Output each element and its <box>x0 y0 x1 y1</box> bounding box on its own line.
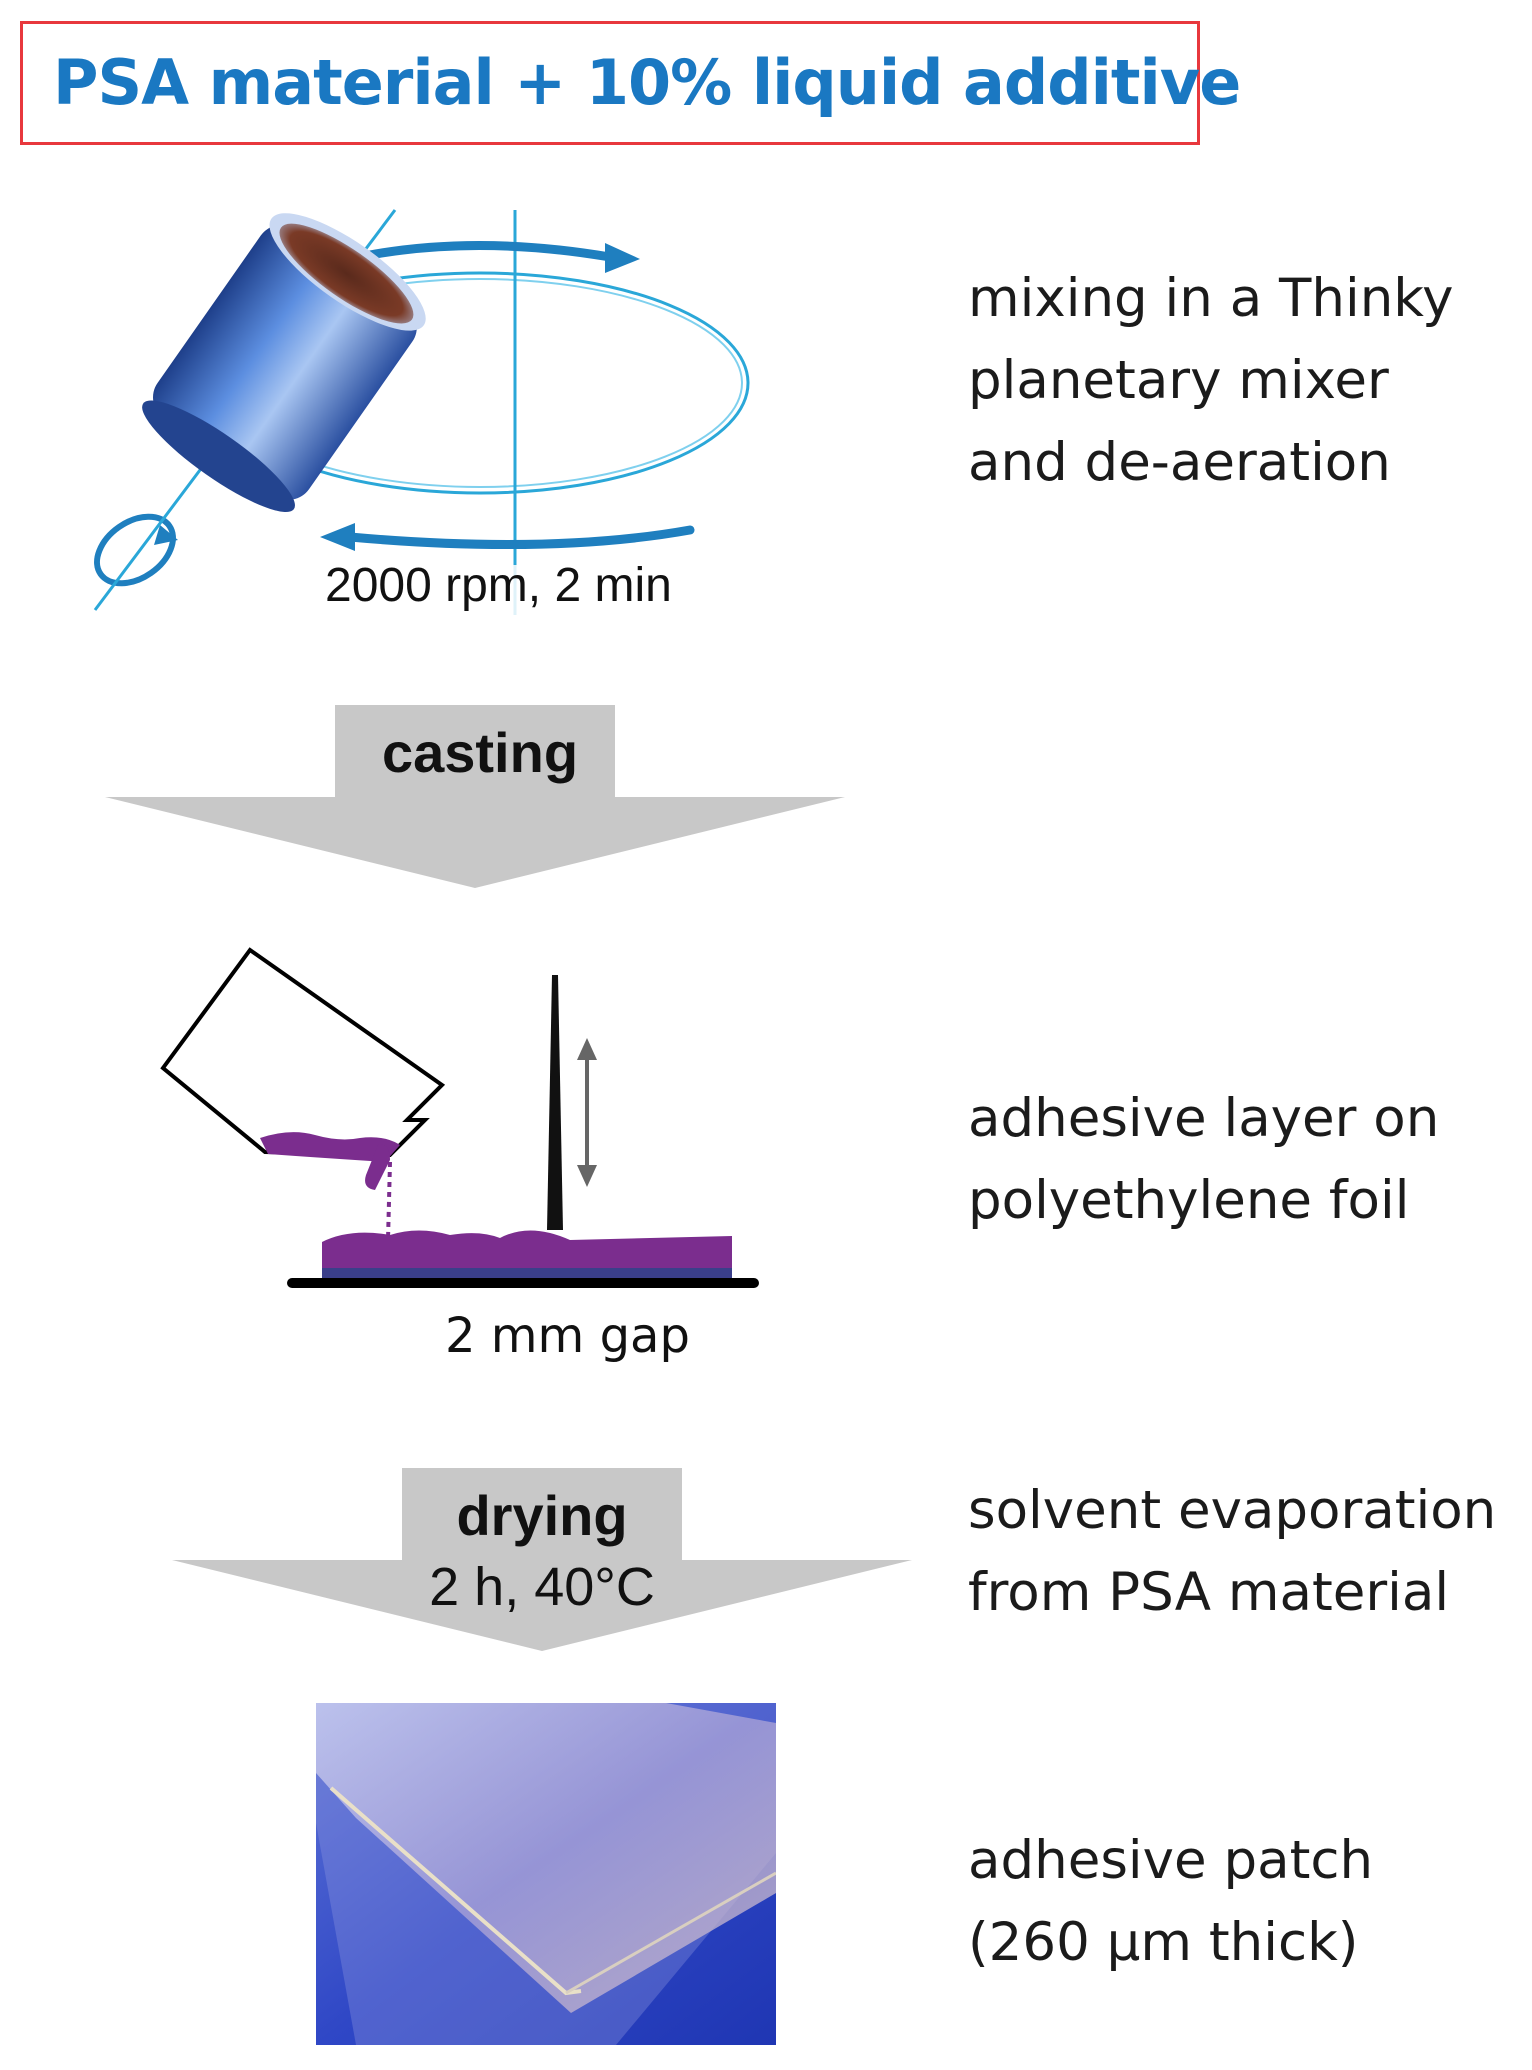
title-box: PSA material + 10% liquid additive <box>20 21 1241 145</box>
rotation-arrow-icon <box>320 523 695 551</box>
description-line: adhesive patch <box>968 1830 1374 1891</box>
gap-caption: 2 mm gap <box>445 1308 690 1364</box>
casting-label: casting <box>381 721 579 784</box>
adhesive-layer <box>322 1230 732 1272</box>
pour-stream <box>386 1161 392 1241</box>
description-line: polyethylene foil <box>968 1170 1410 1231</box>
description-line: solvent evaporation <box>968 1480 1497 1541</box>
description-line: mixing in a Thinky <box>968 268 1454 329</box>
casting-arrow <box>105 705 845 888</box>
page-title: PSA material + 10% liquid additive <box>53 46 1241 119</box>
casting-illustration <box>160 947 759 1288</box>
patch-description: adhesive patch (260 µm thick) <box>968 1820 1373 1984</box>
description-line: and de-aeration <box>968 432 1391 493</box>
rotation-arrow-icon <box>365 241 640 273</box>
description-line: from PSA material <box>968 1562 1450 1623</box>
description-line: (260 µm thick) <box>968 1912 1359 1973</box>
layer-description: adhesive layer on polyethylene foil <box>968 1078 1439 1242</box>
pouring-container-icon <box>160 947 446 1190</box>
description-line: planetary mixer <box>968 350 1389 411</box>
drying-description: solvent evaporation from PSA material <box>968 1470 1496 1634</box>
double-arrow-icon <box>577 1038 597 1187</box>
rotation-arrow-icon <box>94 513 178 587</box>
drying-arrow <box>172 1468 912 1651</box>
mixing-description: mixing in a Thinky planetary mixer and d… <box>968 258 1453 504</box>
mixer-cup-icon <box>142 213 426 513</box>
adhesive-patch-photo <box>316 1703 776 2045</box>
drying-conditions: 2 h, 40°C <box>429 1557 655 1617</box>
mixer-illustration <box>93 209 750 625</box>
mixing-caption: 2000 rpm, 2 min <box>325 559 672 612</box>
casting-blade-icon <box>547 975 563 1230</box>
polyethylene-foil <box>322 1268 732 1278</box>
drying-label: drying <box>456 1484 628 1547</box>
base-plate <box>287 1278 759 1288</box>
description-line: adhesive layer on <box>968 1088 1440 1149</box>
